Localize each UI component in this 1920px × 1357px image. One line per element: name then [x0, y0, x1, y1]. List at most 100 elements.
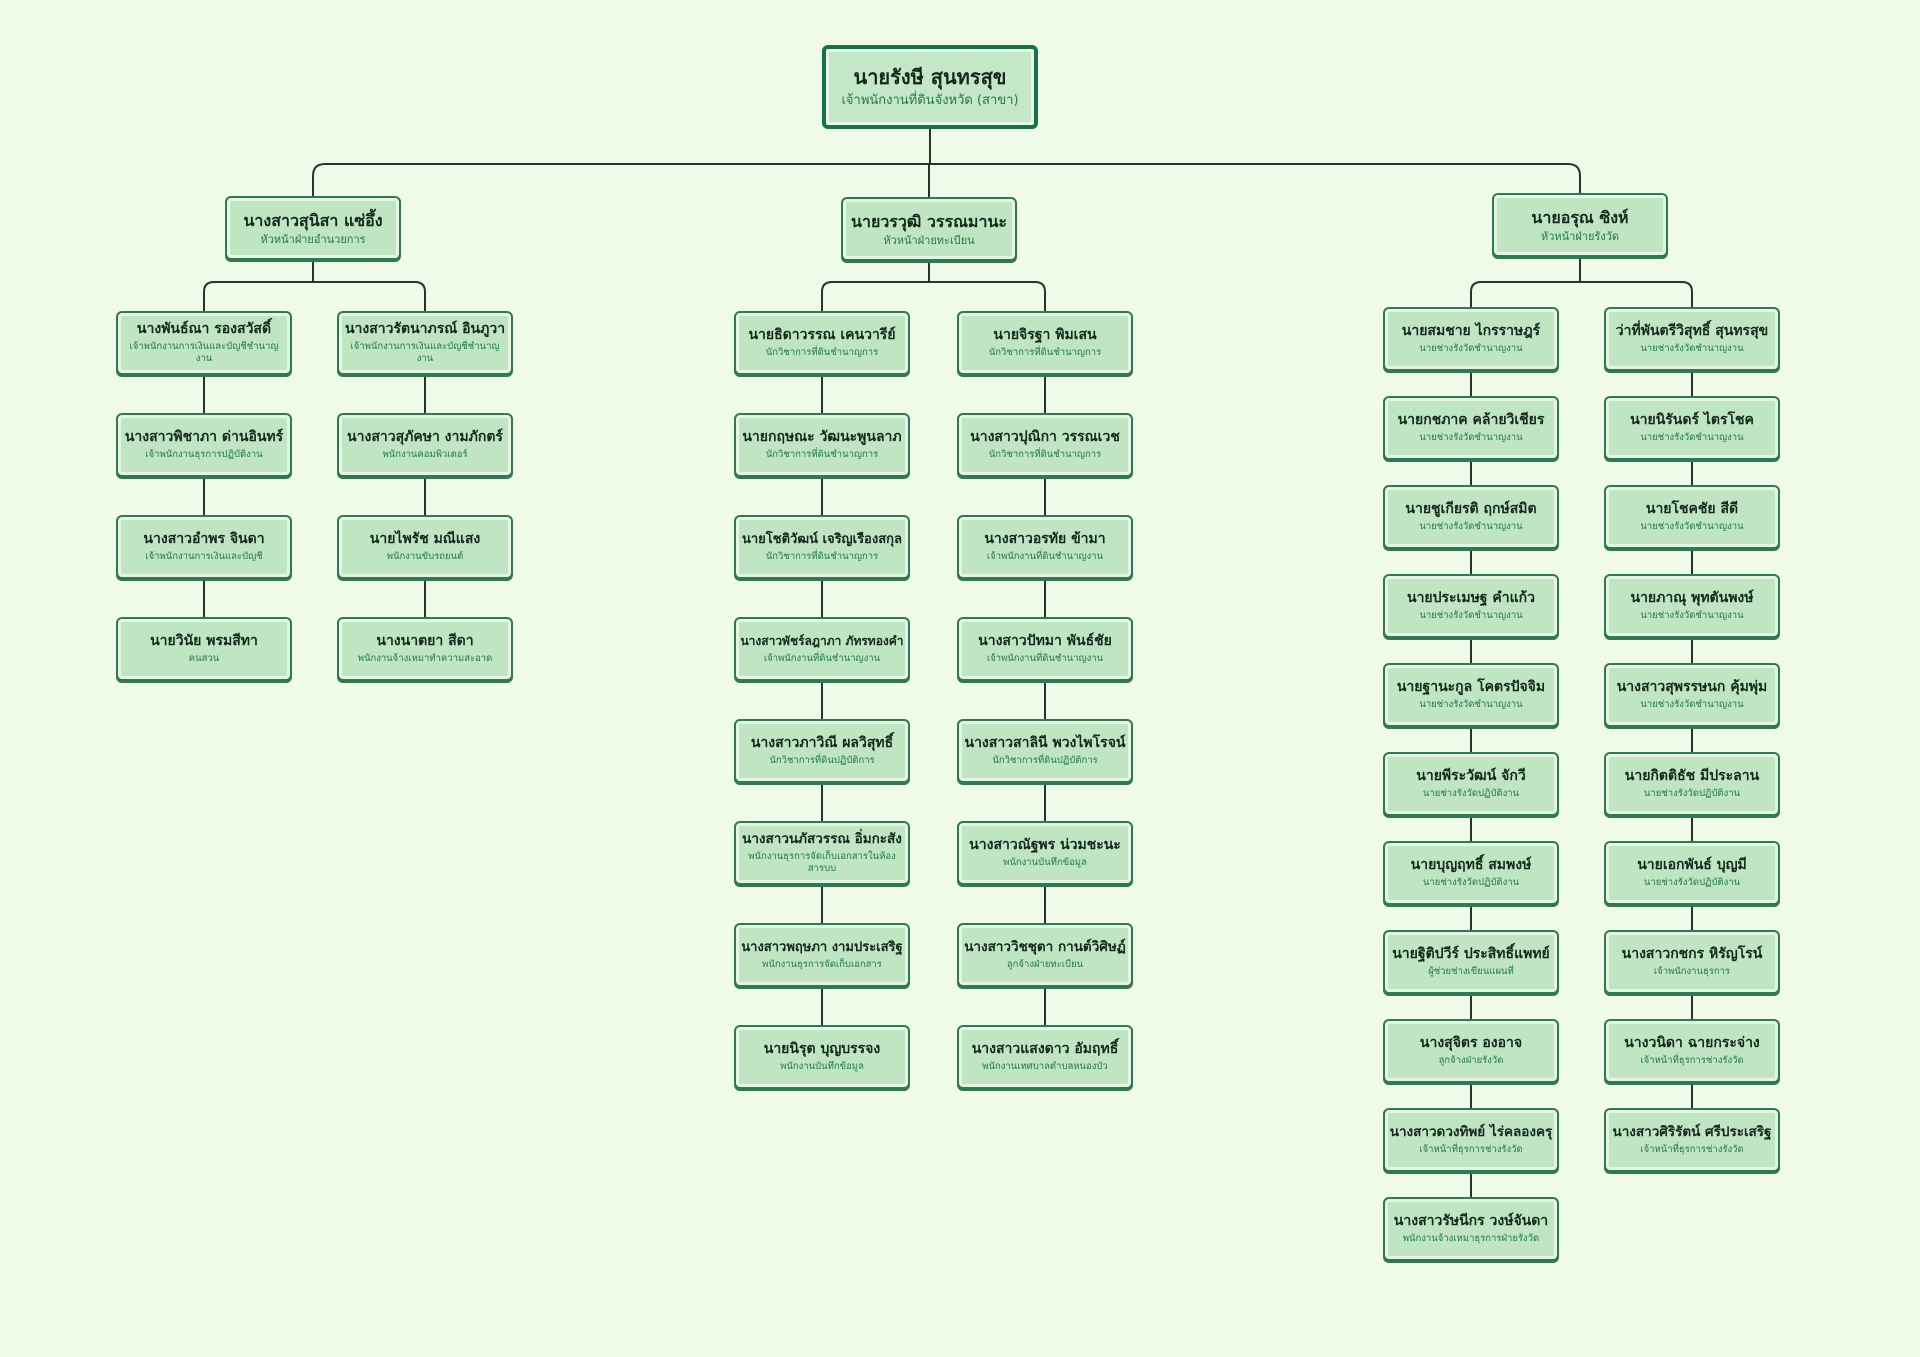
person-name: นางสาวปัทมา พันธ์ชัย [978, 633, 1112, 649]
person-name: นางสาวนภัสวรรณ อิ่มกะสัง [742, 831, 902, 847]
person-name: นายบุญฤทธิ์ สมพงษ์ [1410, 857, 1532, 873]
staff-box: นางนาตยา สีดาพนักงานจ้างเหมาทำความสะอาด [337, 617, 513, 681]
staff-box: นางวนิดา ฉายกระจ่างเจ้าหน้าที่ธุรการช่าง… [1604, 1019, 1780, 1083]
staff-box: นายธิดาวรรณ เคนวารีย์นักวิชาการที่ดินชำน… [734, 311, 910, 375]
connector-line [1470, 281, 1693, 307]
job-title: ลูกจ้างฝ่ายรังวัด [1438, 1055, 1504, 1066]
job-title: เจ้าพนักงานธุรการ [1653, 966, 1731, 977]
staff-box: นางสาวนภัสวรรณ อิ่มกะสังพนักงานธุรการจัด… [734, 821, 910, 885]
person-name: นางสาวณัฐพร น่วมชะนะ [969, 837, 1121, 853]
staff-box: นายโชติวัฒน์ เจริญเรืองสกุลนักวิชาการที่… [734, 515, 910, 579]
person-name: นายฐานะกูล โคตรปัจจิม [1396, 679, 1546, 695]
job-title: พนักงานคอมพิวเตอร์ [382, 449, 468, 460]
job-title: นักวิชาการที่ดินชำนาญการ [765, 449, 879, 460]
job-title: หัวหน้าฝ่ายทะเบียน [883, 233, 975, 247]
job-title: นายช่างรังวัดชำนาญงาน [1419, 699, 1523, 710]
division-head-box: นายอรุณ ซิงห์หัวหน้าฝ่ายรังวัด [1492, 193, 1668, 257]
job-title: เจ้าหน้าที่ธุรการช่างรังวัด [1640, 1144, 1744, 1155]
person-name: นางสาวสุนิสา แซ่อึ้ง [243, 210, 383, 230]
staff-box: นางสาวพิชาภา ด่านอินทร์เจ้าพนักงานธุรการ… [116, 413, 292, 477]
staff-box: นายจิรฐา พิมเสนนักวิชาการที่ดินชำนาญการ [957, 311, 1133, 375]
staff-box: นางสาวสุภัคษา งามภักตร์พนักงานคอมพิวเตอร… [337, 413, 513, 477]
staff-box: นายชูเกียรติ ฤกษ์สมิตนายช่างรังวัดชำนาญง… [1383, 485, 1559, 549]
job-title: เจ้าหน้าที่ธุรการช่างรังวัด [1640, 1055, 1744, 1066]
job-title: นายช่างรังวัดชำนาญงาน [1640, 699, 1744, 710]
person-name: นายกชภาค คล้ายวิเชียร [1397, 412, 1545, 428]
person-name: นายฐิติปวีร์ ประสิทธิ์แพทย์ [1392, 946, 1550, 962]
job-title: นายช่างรังวัดชำนาญงาน [1419, 343, 1523, 354]
person-name: นางพันธ์ณา รองสวัสดิ์ [136, 321, 272, 337]
person-name: นางสุจิตร องอาจ [1419, 1035, 1523, 1051]
job-title: นายช่างรังวัดชำนาญงาน [1640, 610, 1744, 621]
job-title: นายช่างรังวัดชำนาญงาน [1419, 521, 1523, 532]
person-name: นางสาวพฤษภา งามประเสริฐ [741, 940, 903, 955]
job-title: นายช่างรังวัดปฏิบัติงาน [1422, 877, 1520, 888]
person-name: นายนิรุต บุญบรรจง [763, 1041, 881, 1057]
staff-box: นายฐิติปวีร์ ประสิทธิ์แพทย์ผู้ช่วยช่างเข… [1383, 930, 1559, 994]
staff-box: นางสาวสาลินี พวงไพโรจน์นักวิชาการที่ดินป… [957, 719, 1133, 783]
job-title: เจ้าพนักงานที่ดินจังหวัด (สาขา) [841, 93, 1019, 108]
director-box: นายรังษี สุนทรสุขเจ้าพนักงานที่ดินจังหวั… [822, 45, 1038, 129]
person-name: นางสาวพิชาภา ด่านอินทร์ [124, 429, 284, 445]
person-name: นางสาวภาวิณี ผลวิสุทธิ์ [750, 735, 894, 751]
staff-box: นางสุจิตร องอาจลูกจ้างฝ่ายรังวัด [1383, 1019, 1559, 1083]
job-title: ลูกจ้างฝ่ายทะเบียน [1006, 959, 1084, 970]
person-name: นายธิดาวรรณ เคนวารีย์ [748, 327, 896, 343]
job-title: นักวิชาการที่ดินชำนาญการ [765, 551, 879, 562]
person-name: นายเอกพันธ์ บุญมี [1637, 857, 1747, 873]
division-head-box: นางสาวสุนิสา แซ่อึ้งหัวหน้าฝ่ายอำนวยการ [225, 196, 401, 260]
staff-box: นางสาวอรทัย ข้ามาเจ้าพนักงานที่ดินชำนาญง… [957, 515, 1133, 579]
person-name: นายสมชาย ไกรราษฎร์ [1401, 323, 1541, 339]
job-title: นายช่างรังวัดปฏิบัติงาน [1422, 788, 1520, 799]
job-title: คนสวน [188, 653, 220, 664]
job-title: เจ้าหน้าที่ธุรการช่างรังวัด [1419, 1144, 1523, 1155]
person-name: นางสาวรัตนาภรณ์ อินภูวา [344, 321, 506, 337]
staff-box: นางสาวสุพรรษนก คุ้มพุ่มนายช่างรังวัดชำนา… [1604, 663, 1780, 727]
staff-box: นายกชภาค คล้ายวิเชียรนายช่างรังวัดชำนาญง… [1383, 396, 1559, 460]
job-title: เจ้าพนักงานการเงินและบัญชี [145, 551, 263, 562]
person-name: นายประเมษฐ คำแก้ว [1407, 590, 1535, 606]
staff-box: นายบุญฤทธิ์ สมพงษ์นายช่างรังวัดปฏิบัติงา… [1383, 841, 1559, 905]
staff-box: นางสาวพัชร์ลฎาภา ภัทรทองคำเจ้าพนักงานที่… [734, 617, 910, 681]
connector-line [312, 163, 1581, 196]
job-title: นายช่างรังวัดปฏิบัติงาน [1643, 877, 1741, 888]
job-title: เจ้าพนักงานธุรการปฏิบัติงาน [145, 449, 263, 460]
job-title: นายช่างรังวัดชำนาญงาน [1419, 610, 1523, 621]
job-title: นายช่างรังวัดปฏิบัติงาน [1643, 788, 1741, 799]
staff-box: นายนิรุต บุญบรรจงพนักงานบันทึกข้อมูล [734, 1025, 910, 1089]
person-name: นายพีระวัฒน์ จักวี [1416, 768, 1526, 784]
person-name: นายอรุณ ซิงห์ [1531, 207, 1629, 227]
job-title: เจ้าพนักงานที่ดินชำนาญงาน [763, 653, 881, 664]
staff-box: นางพันธ์ณา รองสวัสดิ์เจ้าพนักงานการเงินแ… [116, 311, 292, 375]
staff-box: นายภาณุ พุทตันพงษ์นายช่างรังวัดชำนาญงาน [1604, 574, 1780, 638]
staff-box: นางสาวอำพร จินดาเจ้าพนักงานการเงินและบัญ… [116, 515, 292, 579]
staff-box: นายประเมษฐ คำแก้วนายช่างรังวัดชำนาญงาน [1383, 574, 1559, 638]
person-name: นางสาวศิริรัตน์ ศรีประเสริฐ [1612, 1124, 1772, 1140]
person-name: นางนาตยา สีดา [376, 633, 474, 649]
person-name: นายนิรันดร์ ไตรโชค [1630, 412, 1754, 428]
person-name: นางสาวปุณิกา วรรณเวช [970, 429, 1120, 445]
job-title: เจ้าพนักงานที่ดินชำนาญงาน [986, 551, 1104, 562]
job-title: พนักงานบันทึกข้อมูล [1003, 857, 1087, 868]
job-title: ผู้ช่วยช่างเขียนแผนที่ [1428, 966, 1514, 977]
person-name: นายกฤษณะ วัฒนะพูนลาภ [742, 429, 902, 445]
staff-box: นายกฤษณะ วัฒนะพูนลาภนักวิชาการที่ดินชำนา… [734, 413, 910, 477]
staff-box: นายพีระวัฒน์ จักวีนายช่างรังวัดปฏิบัติงา… [1383, 752, 1559, 816]
staff-box: นายวินัย พรมสีทาคนสวน [116, 617, 292, 681]
person-name: ว่าที่พันตรีวิสุทธิ์ สุนทรสุข [1615, 323, 1769, 339]
staff-box: นางสาวรัษนีกร วงษ์จันดาพนักงานจ้างเหมาธุ… [1383, 1197, 1559, 1261]
staff-box: นางสาวปุณิกา วรรณเวชนักวิชาการที่ดินชำนา… [957, 413, 1133, 477]
person-name: นายรังษี สุนทรสุข [853, 65, 1007, 89]
person-name: นางสาวอรทัย ข้ามา [984, 531, 1106, 547]
staff-box: นายโชคชัย สีดีนายช่างรังวัดชำนาญงาน [1604, 485, 1780, 549]
connector-line [203, 281, 426, 311]
person-name: นางสาวรัษนีกร วงษ์จันดา [1393, 1213, 1549, 1229]
job-title: นายช่างรังวัดชำนาญงาน [1419, 432, 1523, 443]
person-name: นางสาวดวงทิพย์ ไร่คลองครุ [1389, 1124, 1553, 1140]
staff-box: นางสาวกชกร หิรัญโรน์เจ้าพนักงานธุรการ [1604, 930, 1780, 994]
person-name: นางสาวพัชร์ลฎาภา ภัทรทองคำ [740, 634, 904, 648]
job-title: นักวิชาการที่ดินชำนาญการ [765, 347, 879, 358]
job-title: หัวหน้าฝ่ายอำนวยการ [260, 232, 366, 246]
